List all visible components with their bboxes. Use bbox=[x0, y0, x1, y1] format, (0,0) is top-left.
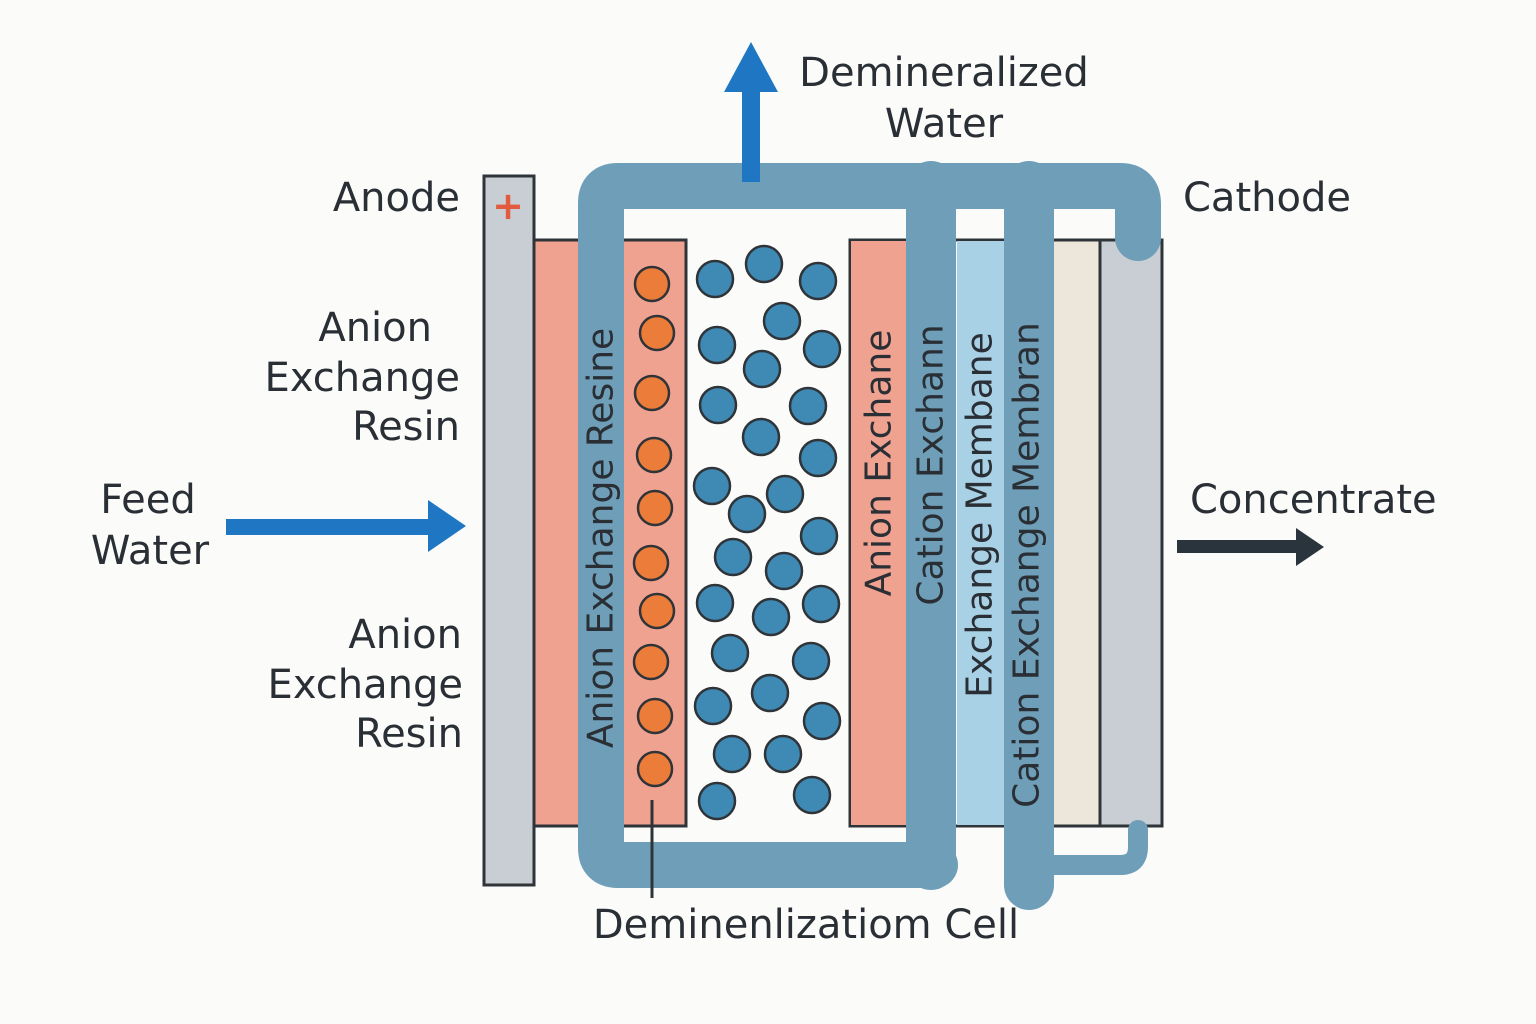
resin-bottom-label-line1: Anion bbox=[348, 612, 462, 658]
ion bbox=[802, 701, 842, 741]
ion bbox=[741, 417, 781, 457]
cathode-electrode bbox=[1098, 238, 1164, 828]
tube-return-loop bbox=[1019, 820, 1148, 875]
anode-plus-sign: + bbox=[492, 184, 524, 228]
feed-water-label-line1: Feed bbox=[100, 477, 195, 523]
ion bbox=[798, 261, 838, 301]
ion bbox=[710, 633, 750, 673]
demineralized-water-label-line1: Demineralized bbox=[799, 50, 1089, 96]
resin-top-label-line3: Resin bbox=[352, 404, 460, 450]
ion bbox=[762, 301, 802, 341]
demineralized-water-arrow-head bbox=[724, 42, 778, 92]
ion bbox=[727, 494, 767, 534]
resin-bottom-label-line2: Exchange bbox=[268, 662, 463, 708]
resin-bead bbox=[635, 436, 673, 474]
resin-bead bbox=[636, 697, 674, 735]
anode-label: Anode bbox=[333, 175, 460, 221]
layer-label-cation-exchange-membran: Cation Exchange Membran bbox=[1007, 322, 1048, 808]
ion bbox=[763, 734, 803, 774]
ion bbox=[764, 551, 804, 591]
resin-bead bbox=[638, 314, 676, 352]
beige-membrane bbox=[1048, 238, 1102, 828]
concentrate-label: Concentrate bbox=[1190, 477, 1437, 523]
resin-bead bbox=[633, 374, 671, 412]
layer-label-exchange-membane: Exchange Membane bbox=[960, 332, 1001, 698]
ion bbox=[791, 641, 831, 681]
layer-label-anion-exchange-resine: Anion Exchange Resine bbox=[581, 328, 622, 748]
ion bbox=[802, 329, 842, 369]
ion bbox=[693, 686, 733, 726]
ion bbox=[792, 775, 832, 815]
resin-bead bbox=[632, 544, 670, 582]
ion bbox=[712, 734, 752, 774]
resin-bead bbox=[638, 592, 676, 630]
layer-label-cation-exchann: Cation Exchann bbox=[911, 324, 952, 605]
feed-water-label-line2: Water bbox=[91, 528, 210, 574]
ion bbox=[698, 385, 738, 425]
ion bbox=[742, 349, 782, 389]
resin-bead bbox=[633, 265, 671, 303]
resin-beads bbox=[632, 265, 676, 788]
feed-water-arrow bbox=[226, 500, 466, 552]
ion bbox=[788, 386, 828, 426]
cathode-label: Cathode bbox=[1183, 175, 1351, 221]
exchange-membane-strip bbox=[957, 241, 1004, 825]
concentrate-arrow-head bbox=[1296, 528, 1324, 566]
ion bbox=[751, 597, 791, 637]
ion-particles bbox=[692, 244, 842, 821]
ion bbox=[744, 244, 784, 284]
ion bbox=[765, 474, 805, 514]
resin-bead bbox=[636, 489, 674, 527]
feed-water-arrow-head bbox=[428, 500, 466, 552]
flow-tubing bbox=[578, 161, 1161, 910]
layer-label-anion-exchane: Anion Exchane bbox=[859, 330, 900, 597]
resin-bead bbox=[632, 643, 670, 681]
demineralized-water-arrow bbox=[724, 42, 778, 182]
ion bbox=[695, 259, 735, 299]
anion-exchane-strip bbox=[851, 241, 907, 825]
ion bbox=[801, 584, 841, 624]
ion bbox=[798, 438, 838, 478]
ion bbox=[697, 325, 737, 365]
demineralized-water-label-line2: Water bbox=[885, 101, 1004, 147]
ion bbox=[799, 516, 839, 556]
ion bbox=[695, 583, 735, 623]
ion bbox=[692, 466, 732, 506]
concentrate-arrow bbox=[1177, 528, 1324, 566]
tube-outer-loop bbox=[578, 163, 1161, 888]
concentrate-arrow-shaft bbox=[1177, 540, 1297, 553]
resin-top-label-line2: Exchange bbox=[265, 355, 460, 401]
feed-water-arrow-shaft bbox=[226, 519, 432, 535]
demineralized-water-arrow-shaft bbox=[742, 90, 760, 182]
ion bbox=[713, 537, 753, 577]
resin-bead bbox=[636, 750, 674, 788]
cell-label: Deminenlizatiom Cell bbox=[593, 902, 1019, 948]
ion bbox=[697, 781, 737, 821]
anode-electrode bbox=[482, 174, 536, 887]
resin-bottom-label-line3: Resin bbox=[355, 711, 463, 757]
ion bbox=[750, 673, 790, 713]
resin-top-label-line1: Anion bbox=[318, 305, 432, 351]
